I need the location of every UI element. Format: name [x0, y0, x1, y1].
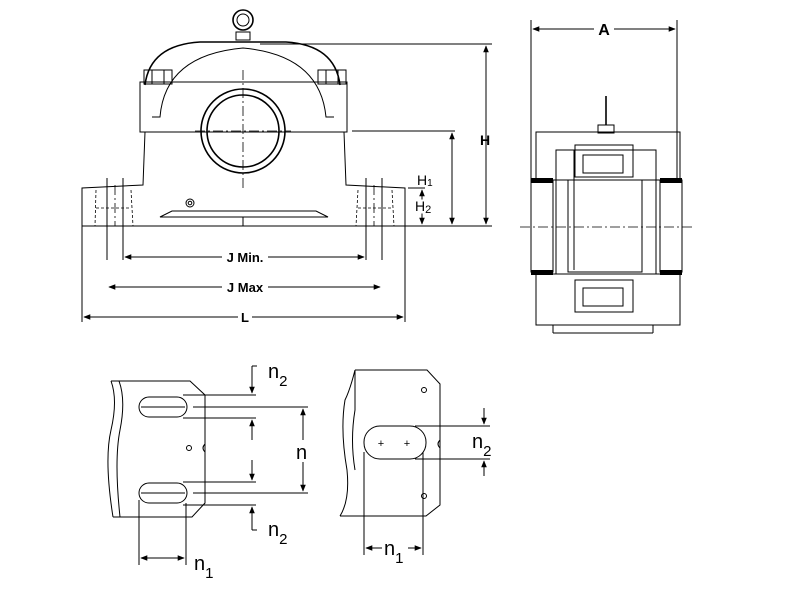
cap-dome	[144, 41, 341, 86]
dim-label-n2-right: n2	[472, 431, 491, 460]
dim-label-n: n	[296, 442, 307, 464]
dim-label-L: L	[241, 310, 249, 325]
dim-label-n1-left: n1	[194, 553, 213, 582]
grease-fitting-icon	[185, 198, 195, 208]
dim-label-n1-right: n1	[384, 538, 403, 567]
detail-left: n2 n n2 n1	[107, 361, 314, 582]
dim-label-n2-bottom: n2	[268, 519, 287, 548]
eye-bolt-icon	[232, 9, 254, 41]
dim-label-H1: H1	[417, 172, 433, 189]
svg-text:+: +	[378, 438, 384, 450]
cap-bolt-right-icon	[317, 69, 347, 85]
cap-bolt-left-icon	[143, 69, 173, 85]
dim-label-j-max: J Max	[227, 280, 264, 295]
cap-block	[139, 81, 348, 133]
front-view: H H1 HH H2 J Min. J Max L	[81, 9, 492, 325]
svg-text:+: +	[404, 438, 410, 450]
dim-label-A: A	[598, 22, 610, 39]
slot-top	[138, 396, 188, 418]
slot	[363, 425, 427, 460]
detail-right: + + n2 n1	[339, 369, 491, 567]
slot-bottom	[138, 482, 188, 504]
dim-label-H2: H2	[415, 198, 431, 216]
dim-label-H: H	[480, 132, 490, 148]
dim-label-n2-top: n2	[268, 361, 287, 390]
section-view: A	[520, 20, 692, 334]
dim-label-j-min: J Min.	[227, 250, 264, 265]
svg-text:HH: HH	[415, 199, 434, 214]
